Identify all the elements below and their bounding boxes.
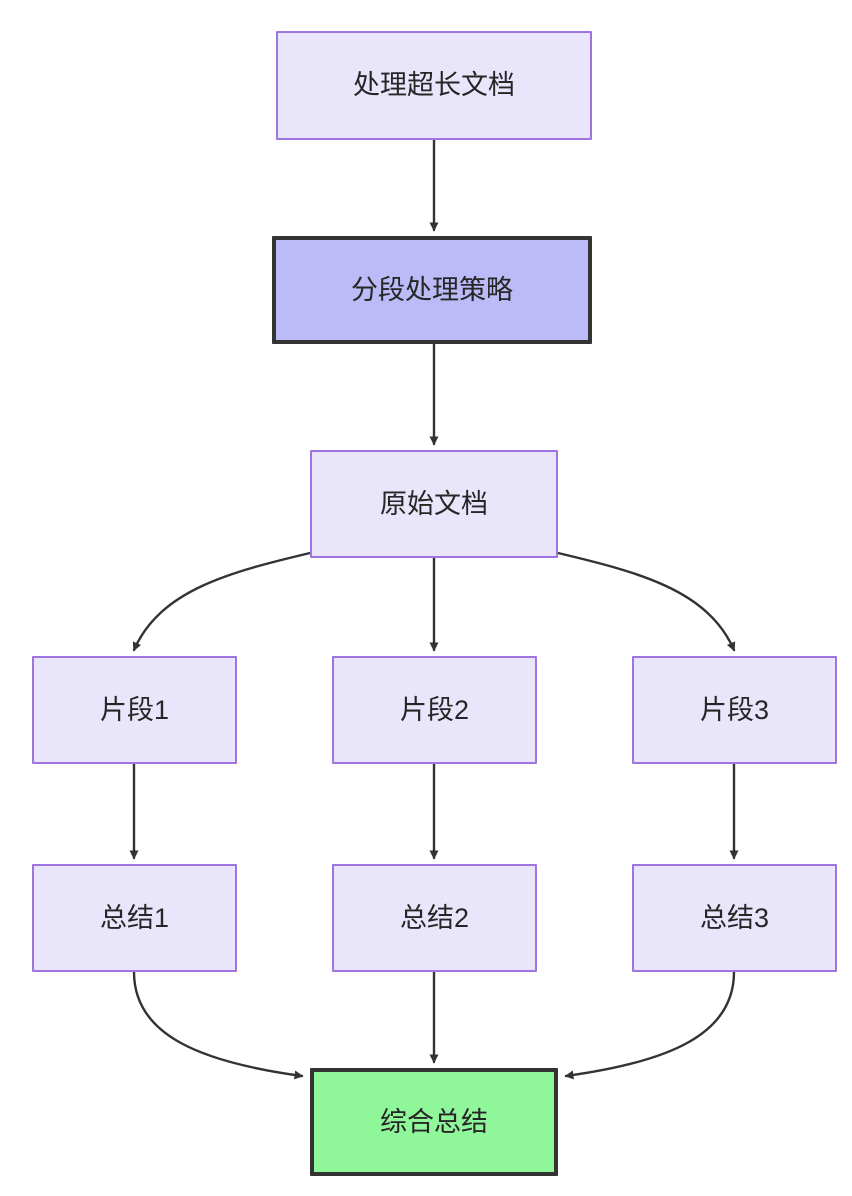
node-summary-3[interactable]: 总结3 (632, 864, 837, 972)
node-label-summary-2: 总结2 (399, 902, 470, 933)
node-fragment-1[interactable]: 片段1 (32, 656, 237, 764)
node-label-fragment-3: 片段3 (699, 694, 770, 725)
node-label-fragment-1: 片段1 (99, 694, 170, 725)
node-fragment-2[interactable]: 片段2 (332, 656, 537, 764)
node-label-summary-3: 总结3 (699, 902, 770, 933)
node-fragment-3[interactable]: 片段3 (632, 656, 837, 764)
node-label-summary-1: 总结1 (99, 902, 170, 933)
node-source-document[interactable]: 原始文档 (310, 450, 558, 558)
node-chunk-strategy[interactable]: 分段处理策略 (272, 236, 592, 344)
node-label-source-document: 原始文档 (380, 488, 488, 519)
node-label-fragment-2: 片段2 (399, 694, 470, 725)
node-summary-2[interactable]: 总结2 (332, 864, 537, 972)
edge-source-document-to-fragment-3 (556, 551, 736, 652)
node-final-summary[interactable]: 综合总结 (310, 1068, 558, 1176)
edge-summary-1-to-final-summary (132, 970, 304, 1080)
edge-summary-3-to-final-summary (564, 970, 736, 1080)
node-label-final-summary: 综合总结 (380, 1106, 488, 1137)
edge-source-document-to-fragment-1 (132, 551, 312, 652)
node-long-document[interactable]: 处理超长文档 (276, 31, 592, 140)
node-summary-1[interactable]: 总结1 (32, 864, 237, 972)
node-label-chunk-strategy: 分段处理策略 (351, 274, 513, 305)
node-label-long-document: 处理超长文档 (353, 70, 515, 101)
